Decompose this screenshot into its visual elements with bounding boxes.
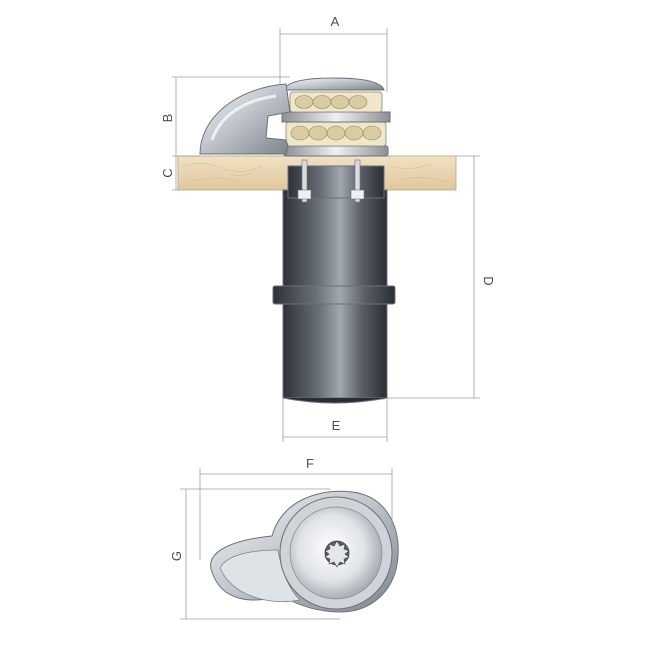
hood-highlight	[210, 94, 277, 141]
gypsy-lower	[285, 121, 387, 147]
chain-hood	[199, 83, 291, 155]
base-plate	[283, 145, 389, 157]
spline-hub	[324, 540, 350, 568]
top-cap	[283, 77, 385, 91]
label-d: D	[481, 276, 496, 285]
dimension-a: A	[279, 14, 388, 92]
label-g: G	[169, 551, 184, 561]
hood-top-inner	[219, 549, 301, 603]
label-b: B	[160, 114, 175, 123]
mounting-studs	[297, 159, 365, 203]
motor-flange	[272, 285, 396, 305]
dimension-d: D	[387, 155, 496, 399]
label-c: C	[160, 168, 175, 177]
dimension-f: F	[199, 456, 393, 560]
stripper-band	[281, 111, 391, 123]
dimension-g: G	[169, 488, 340, 620]
side-view: A B C D E	[160, 14, 496, 442]
dimension-b: B	[160, 76, 290, 157]
deck-grain	[181, 163, 449, 183]
label-f: F	[306, 456, 314, 471]
dimension-e: E	[282, 398, 388, 442]
motor-lower	[282, 303, 388, 399]
top-view: F G	[169, 456, 399, 620]
dimension-c: C	[160, 156, 180, 191]
motor-bottom	[282, 397, 388, 404]
motor-upper	[282, 189, 388, 287]
label-e: E	[332, 418, 341, 433]
gypsy-upper	[289, 91, 383, 113]
label-a: A	[331, 14, 340, 29]
